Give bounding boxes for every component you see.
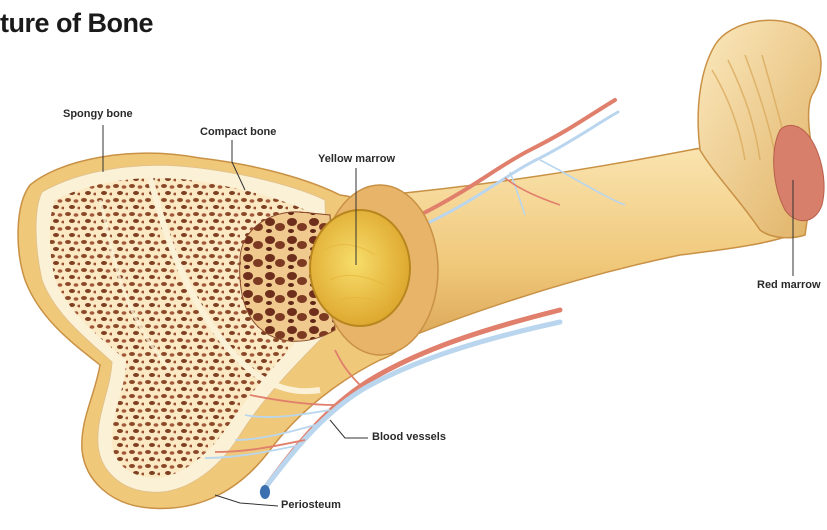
label-periosteum: Periosteum — [281, 499, 341, 511]
label-red-marrow: Red marrow — [757, 279, 821, 291]
leader-blood-vessels — [330, 420, 368, 438]
vessel-opening — [260, 485, 270, 499]
label-compact-bone: Compact bone — [200, 126, 276, 138]
label-blood-vessels: Blood vessels — [372, 431, 446, 443]
label-yellow-marrow: Yellow marrow — [318, 153, 395, 165]
label-spongy-bone: Spongy bone — [63, 108, 133, 120]
yellow-marrow — [310, 210, 410, 326]
